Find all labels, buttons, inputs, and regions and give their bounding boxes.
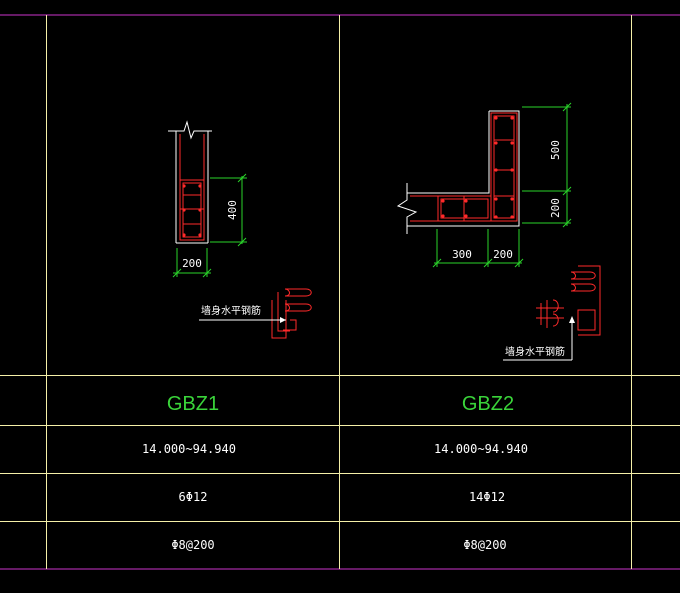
gbz2-detail-note: 墙身水平钢筋 <box>505 345 565 358</box>
gbz2-elevation: 14.000~94.940 <box>434 442 528 456</box>
table-grid <box>0 15 680 569</box>
gbz2-section-drawing: 500 200 300 200 墙身水 <box>396 102 601 361</box>
gbz1-dim-width <box>172 248 212 278</box>
gbz1-wall-outline <box>168 120 212 244</box>
gbz1-detail-note: 墙身水平钢筋 <box>201 304 261 317</box>
gbz1-dim-width-label: 200 <box>182 257 202 270</box>
table-labels: GBZ1 GBZ2 14.000~94.940 14.000~94.940 6Φ… <box>142 393 528 552</box>
gbz1-elevation: 14.000~94.940 <box>142 442 236 456</box>
gbz2-bars <box>441 116 514 219</box>
gbz2-dim-horizontal <box>432 229 524 268</box>
gbz2-detail-arrow <box>569 316 575 323</box>
gbz1-dim-height <box>210 173 247 247</box>
gbz2-dim-web-label: 200 <box>493 248 513 261</box>
gbz2-stirrup: Φ8@200 <box>463 538 506 552</box>
gbz1-detail-hooks <box>271 288 312 339</box>
gbz1-bars <box>182 184 202 237</box>
gbz1-detail-arrow <box>280 317 286 323</box>
gbz1-section-drawing: 400 200 墙身水平钢筋 <box>168 120 312 339</box>
gbz2-dim-vertical <box>522 102 572 228</box>
gbz2-dim-upper-label: 500 <box>549 140 562 160</box>
gbz1-dim-height-label: 400 <box>226 200 239 220</box>
gbz2-dim-leg-label: 300 <box>452 248 472 261</box>
gbz2-longitudinal: 14Φ12 <box>469 490 505 504</box>
gbz2-detail-hooks <box>536 265 601 336</box>
gbz1-label: GBZ1 <box>167 393 219 415</box>
gbz1-longitudinal: 6Φ12 <box>179 490 208 504</box>
gbz1-stirrup: Φ8@200 <box>171 538 214 552</box>
gbz2-rebar <box>410 112 518 222</box>
gbz2-label: GBZ2 <box>462 393 514 415</box>
gbz2-wall-outline <box>396 110 520 234</box>
gbz2-dim-lower-label: 200 <box>549 198 562 218</box>
